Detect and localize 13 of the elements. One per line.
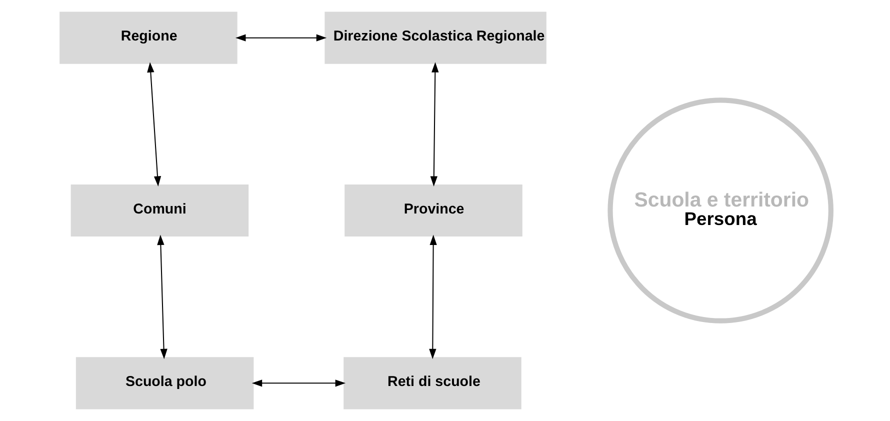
arrow	[430, 62, 438, 186]
node-box: Scuola polo	[75, 357, 254, 410]
node-circle: Scuola e territorio Persona	[607, 98, 833, 324]
arrow	[156, 234, 167, 360]
arrow	[235, 34, 326, 42]
node-box: Reti di scuole	[343, 357, 521, 410]
node-box: Regione	[59, 12, 237, 64]
arrow	[428, 234, 436, 360]
arrow	[251, 380, 346, 387]
node-box: Direzione Scolastica Regionale	[324, 12, 546, 64]
node-box: Comuni	[70, 184, 248, 237]
arrow	[146, 62, 161, 186]
node-box: Province	[344, 184, 522, 237]
